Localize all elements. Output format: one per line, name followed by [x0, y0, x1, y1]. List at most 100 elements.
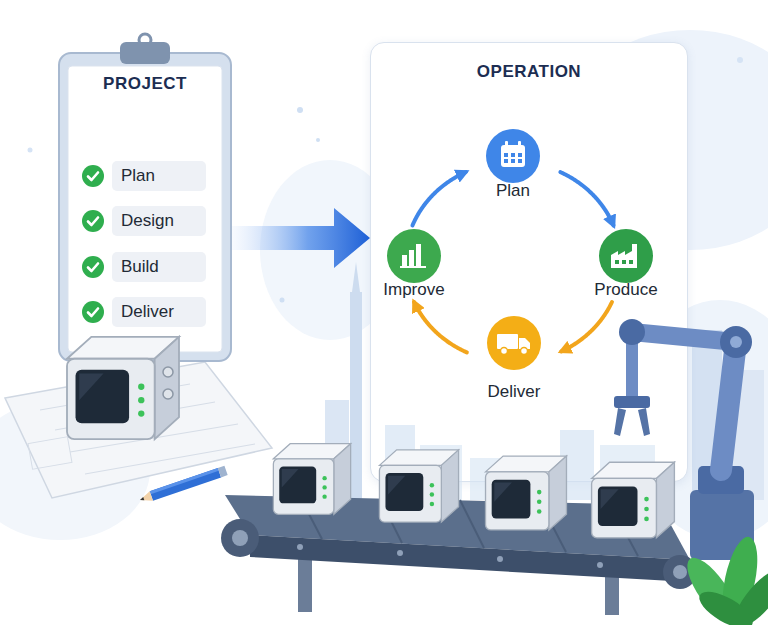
robot-joint — [720, 326, 752, 358]
operation-panel: OPERATIONPlanProduceDeliverImprove — [370, 42, 688, 482]
belt-rib — [610, 504, 638, 556]
factory-icon — [611, 244, 637, 268]
product-device — [273, 444, 350, 515]
check-icon — [81, 164, 105, 188]
roller-hub — [232, 530, 248, 546]
skyline-tower — [350, 292, 362, 502]
check-circle — [82, 301, 104, 323]
skyline-building — [420, 445, 462, 500]
sparkle-dot — [737, 57, 743, 63]
plant-leaf — [679, 551, 746, 625]
step-label: Plan — [121, 161, 155, 191]
step-label: Build — [121, 252, 159, 282]
plant-leaf — [727, 562, 768, 625]
robot-arm — [626, 332, 638, 398]
calendar-cell — [518, 159, 522, 163]
conveyor-bolt — [497, 556, 503, 562]
step-icon — [469, 315, 559, 371]
cycle-step: Produce — [581, 228, 671, 300]
checklist-item: Deliver — [112, 297, 206, 327]
checklist-item: Build — [112, 252, 206, 282]
check-mark — [88, 264, 98, 272]
cycle-label: Plan — [468, 181, 558, 201]
product-device — [486, 456, 567, 530]
cycle-arrow — [412, 172, 465, 225]
step-circle — [487, 316, 541, 370]
calendar-icon — [501, 145, 525, 167]
roller-hub — [673, 565, 687, 579]
belt-rib — [300, 497, 322, 539]
check-mark — [88, 309, 98, 317]
chart-axis — [400, 266, 426, 268]
chart-bar — [409, 250, 414, 266]
check-circle — [82, 210, 104, 232]
robot-gripper — [614, 396, 650, 408]
step-circle — [599, 229, 653, 283]
step-label: Design — [121, 206, 174, 236]
panel-heading: PROJECT — [58, 74, 232, 94]
calendar-cell — [511, 159, 515, 163]
skyline-building — [692, 330, 722, 500]
truck-wheel — [521, 348, 528, 355]
conveyor-roller — [663, 555, 697, 589]
conveyor-belt — [225, 495, 690, 560]
check-icon — [81, 209, 105, 233]
sparkle-dot — [316, 138, 320, 142]
step-label: Deliver — [121, 297, 174, 327]
calendar-cell — [518, 153, 522, 157]
cycle-arrow — [560, 172, 613, 225]
product-device — [379, 450, 458, 522]
robot-claw — [638, 408, 650, 436]
belt-rib — [460, 500, 484, 548]
cycle-step: Improve — [369, 228, 459, 300]
cycle-step: Deliver — [469, 315, 559, 402]
check-mark — [88, 173, 98, 181]
pencil — [138, 466, 227, 505]
belt-rib — [380, 499, 402, 543]
robot-joint — [619, 319, 645, 345]
pencil-tip — [138, 491, 153, 504]
robot-base — [690, 490, 754, 560]
device-prototype — [67, 337, 179, 439]
sparkle-dot — [28, 148, 33, 153]
robot-base — [698, 466, 744, 494]
cycle-step: Plan — [468, 128, 558, 201]
check-icon — [81, 255, 105, 279]
robot-claw — [614, 408, 626, 436]
chart-bar — [402, 255, 407, 266]
conveyor-bolt — [397, 550, 403, 556]
robot-joint — [730, 336, 742, 348]
conveyor-bolt — [297, 544, 303, 550]
blueprint-line — [55, 402, 215, 430]
pencil-highlight — [150, 468, 219, 494]
pencil-body — [150, 468, 221, 501]
step-circle — [387, 229, 441, 283]
blueprint-line — [85, 444, 255, 474]
sparkle-dot — [297, 107, 303, 113]
cycle-arrow — [561, 302, 612, 351]
truck-wheel — [501, 348, 508, 355]
pencil-end — [218, 466, 228, 478]
step-icon — [369, 228, 459, 284]
belt-rib — [540, 502, 566, 552]
robot-arm — [632, 332, 736, 342]
skyline-tower — [352, 262, 360, 292]
plant-leaf — [694, 585, 758, 625]
blueprint-sheet — [5, 362, 272, 498]
check-mark — [88, 218, 98, 226]
truck-icon — [497, 334, 518, 349]
chart-bar — [416, 244, 421, 266]
skyline-building — [560, 430, 594, 500]
skyline-building — [385, 425, 415, 500]
step-circle — [486, 129, 540, 183]
conveyor-bolt — [597, 562, 603, 568]
blueprint-sketch — [28, 437, 72, 470]
cycle-label: Improve — [369, 280, 459, 300]
skyline-building — [325, 400, 349, 500]
calendar-ring — [518, 141, 521, 148]
conveyor-leg — [605, 570, 619, 615]
skyline-building — [600, 445, 655, 500]
calendar-cell — [511, 153, 515, 157]
conveyor-side — [250, 535, 690, 582]
